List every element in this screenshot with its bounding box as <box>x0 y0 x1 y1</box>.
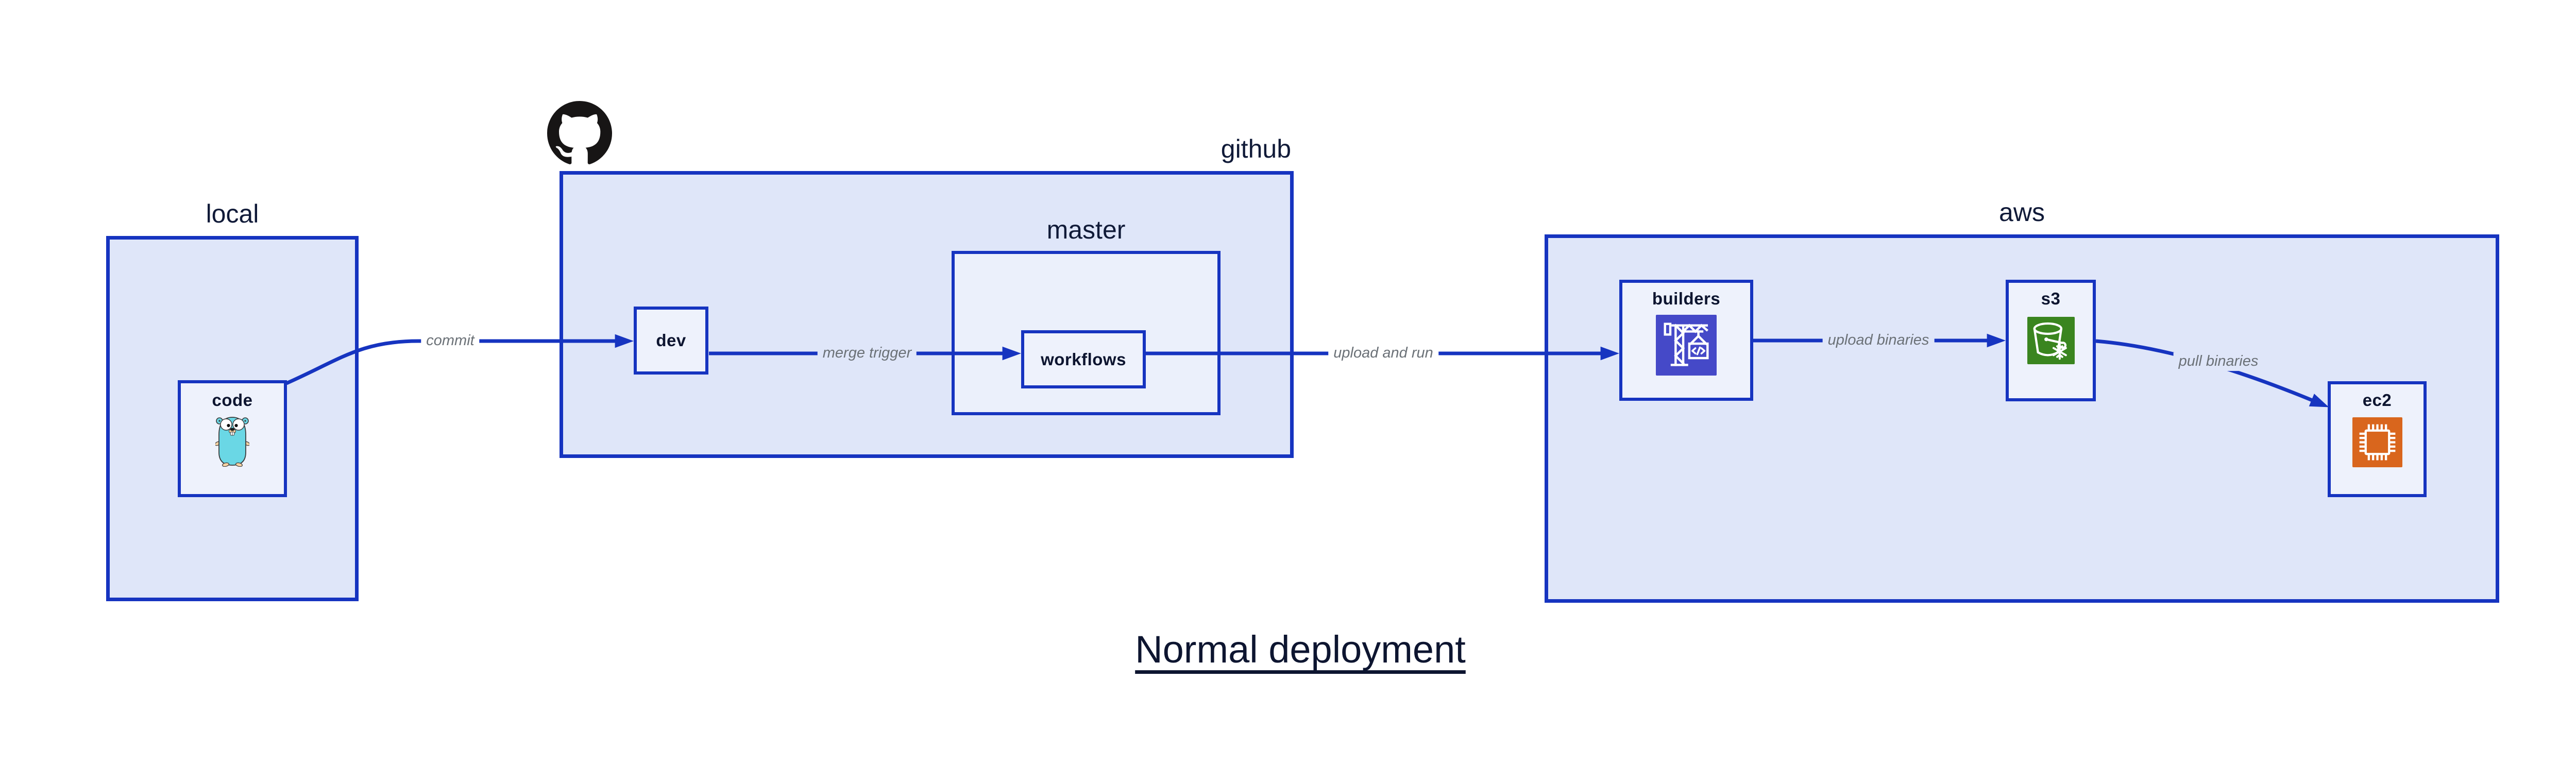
diagram-title: Normal deployment <box>1135 628 1466 671</box>
container-master-label: master <box>1046 215 1126 244</box>
bucket-glacier-icon <box>2027 317 2075 364</box>
github-octocat-icon <box>547 101 612 164</box>
container-aws-label: aws <box>1999 198 2045 227</box>
edge-label-upload-and-run: upload and run <box>1328 344 1438 363</box>
node-ec2: ec2 <box>2328 381 2427 497</box>
node-s3-label: s3 <box>2041 289 2061 308</box>
node-ec2-label: ec2 <box>2362 390 2392 410</box>
chip-ec2-icon <box>2352 417 2402 467</box>
edge-label-commit: commit <box>421 332 480 350</box>
node-code-label: code <box>212 390 253 410</box>
container-local-label: local <box>206 199 259 228</box>
node-dev-label: dev <box>656 331 686 350</box>
node-builders-label: builders <box>1652 289 1721 308</box>
edge-label-pull-binaries: pull binaries <box>2173 352 2264 371</box>
node-workflows-label: workflows <box>1041 349 1126 369</box>
node-s3: s3 <box>2006 280 2096 401</box>
node-dev: dev <box>634 307 708 375</box>
edge-commit <box>285 334 634 385</box>
node-workflows: workflows <box>1021 330 1146 388</box>
container-github-label: github <box>1221 134 1291 163</box>
node-builders: builders <box>1619 280 1753 401</box>
crane-codebuild-icon <box>1656 315 1717 376</box>
edge-label-upload-binaries: upload binaries <box>1822 331 1935 350</box>
node-code: code <box>178 380 287 497</box>
go-gopher-icon <box>215 417 249 467</box>
edge-label-merge-trigger: merge trigger <box>817 344 917 363</box>
